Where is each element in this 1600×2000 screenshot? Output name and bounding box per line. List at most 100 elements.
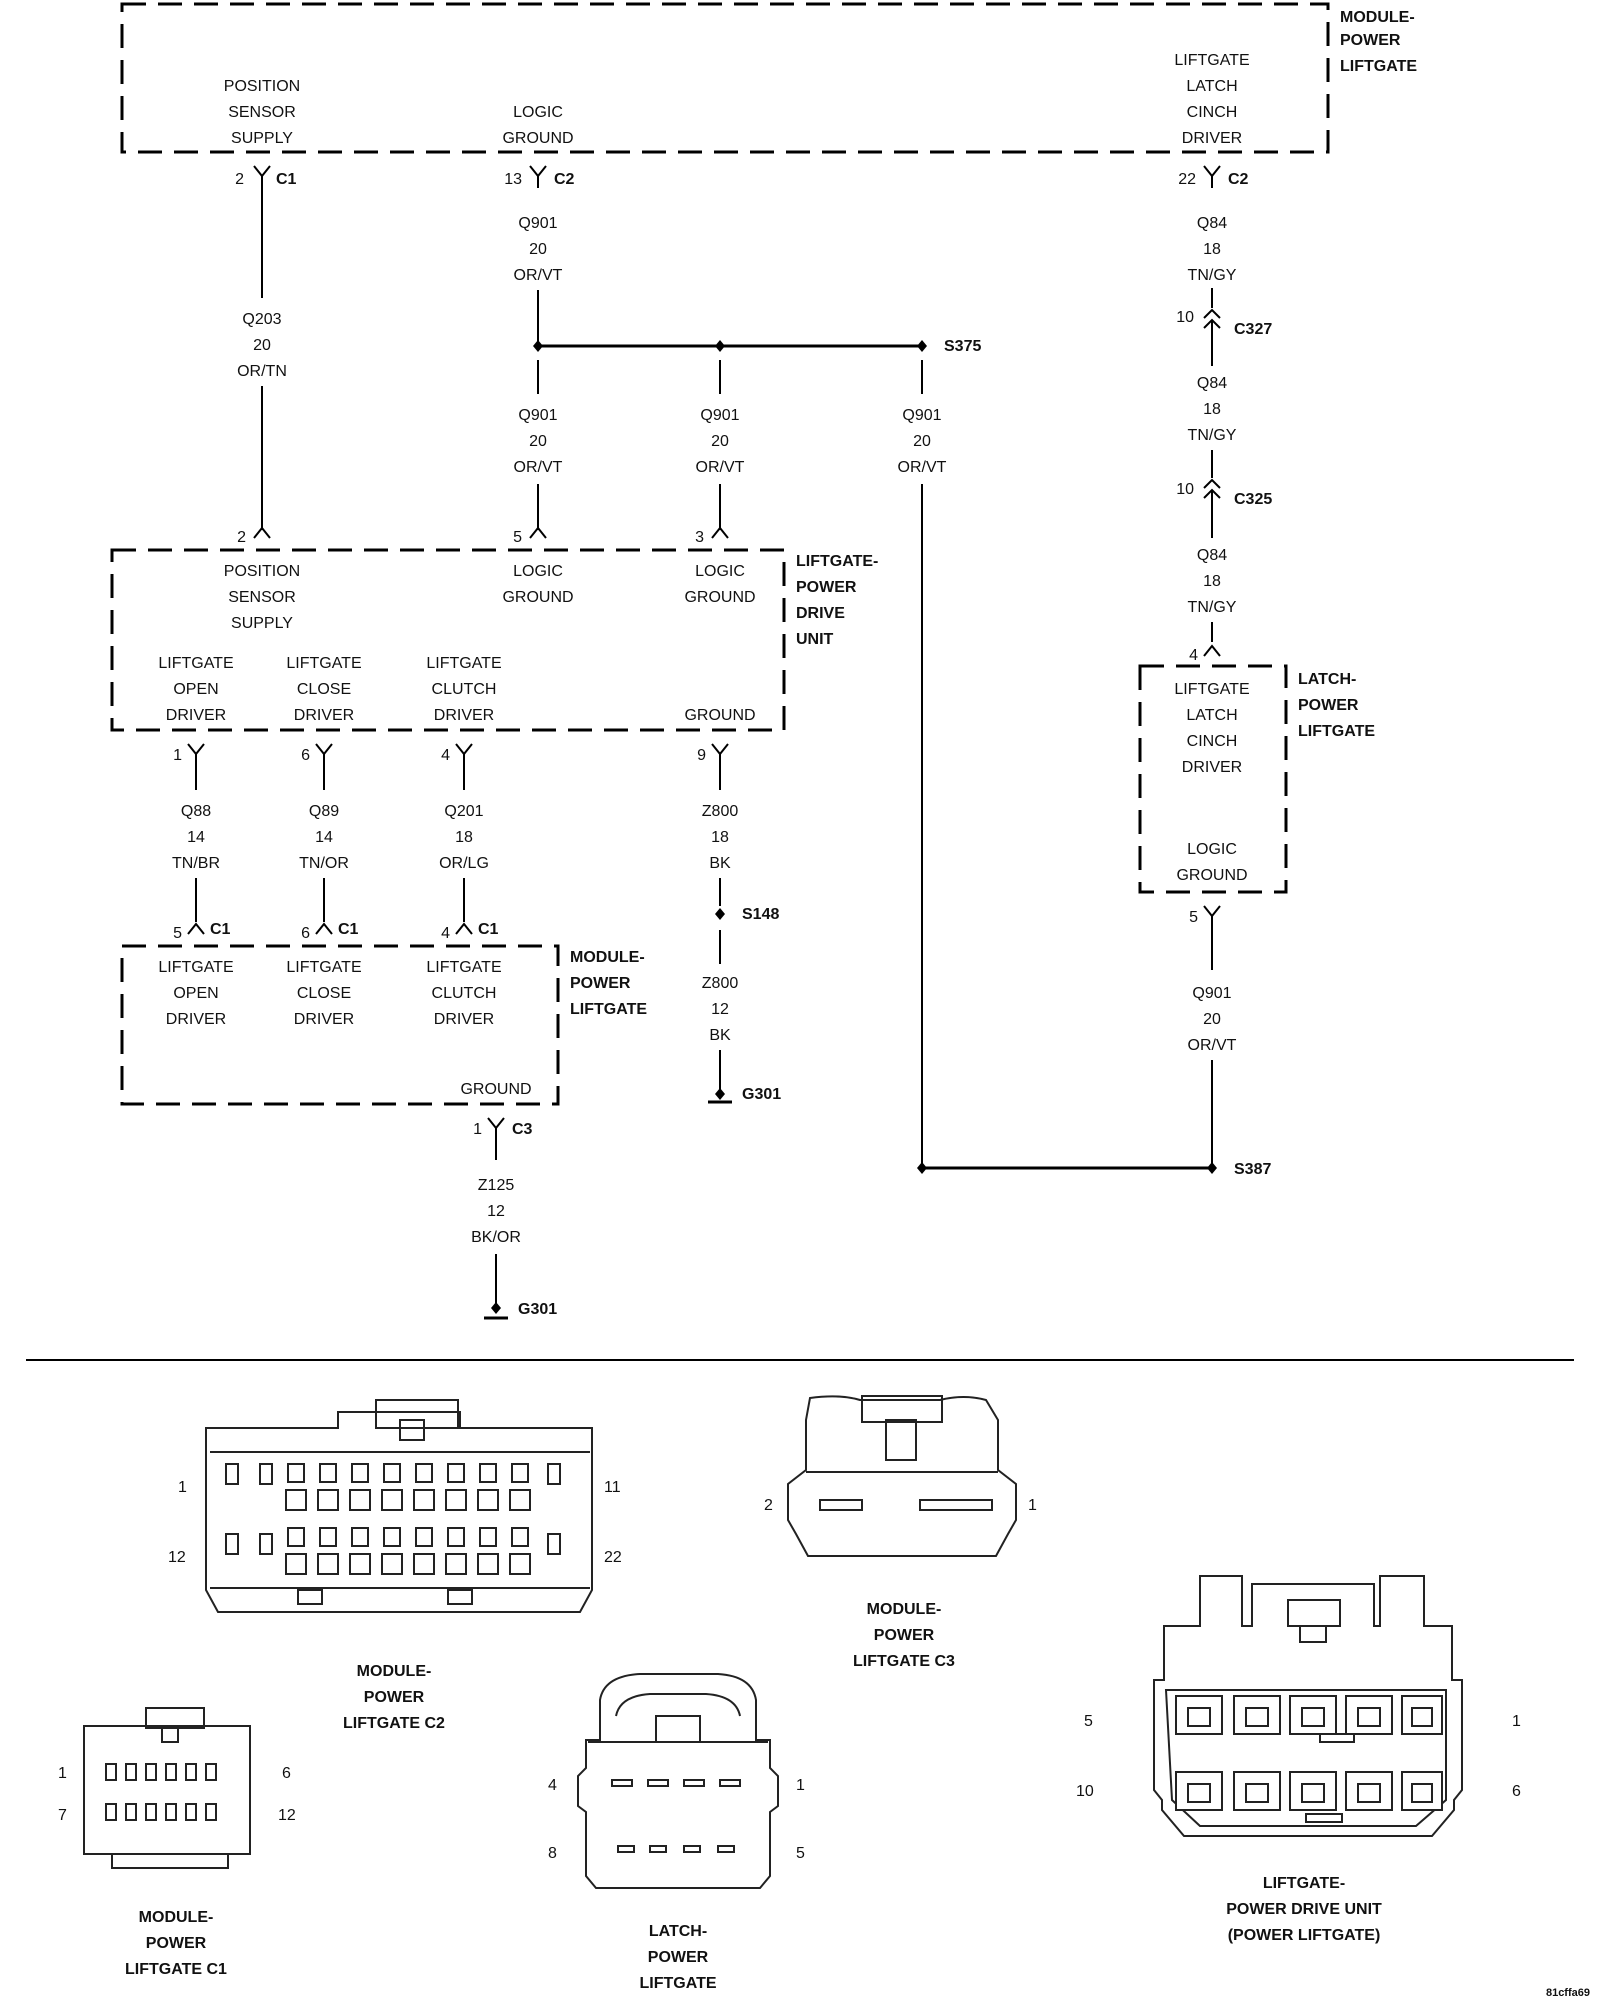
- wire-q89-color: TN/OR: [299, 855, 349, 872]
- latch-power-liftgate: 4 LATCH- POWER LIFTGATE LIFTGATE LATCH C…: [1138, 644, 1375, 1168]
- wire-q84-3-id: Q84: [1197, 547, 1227, 564]
- pdu-label-1: LIFTGATE-: [796, 553, 878, 570]
- c3-label-3: LIFTGATE C3: [853, 1653, 955, 1670]
- module-top-label-1: MODULE-: [1340, 9, 1415, 26]
- ground-g301-a: G301: [708, 1086, 781, 1104]
- mod-c3-pin-1: 1: [473, 1121, 482, 1138]
- mod-clutch-3: DRIVER: [434, 1011, 494, 1028]
- pin-2: 2: [235, 171, 244, 188]
- pdu-close-3: DRIVER: [294, 707, 354, 724]
- pdu-label-2: POWER: [796, 579, 857, 596]
- pdu-logic2-2: GROUND: [684, 589, 755, 606]
- wire-q84-2-color: TN/GY: [1188, 427, 1237, 444]
- ground-g301-a-label: G301: [742, 1086, 781, 1103]
- wire-q201-color: OR/LG: [439, 855, 489, 872]
- mod-c1-clutch-conn: C1: [478, 921, 499, 938]
- connector-view-latch: 4 1 8 5 LATCH- POWER LIFTGATE: [548, 1673, 805, 1992]
- wire-q901-b-id: Q901: [700, 407, 739, 424]
- splice-s387: S387: [917, 1161, 1271, 1178]
- wire-q84-1-gauge: 18: [1203, 241, 1221, 258]
- latch-cinch-2: LATCH: [1186, 707, 1237, 724]
- wire-q901-top-gauge: 20: [529, 241, 547, 258]
- wire-z800-2-color: BK: [709, 1027, 731, 1044]
- pdu-pos-1: POSITION: [224, 563, 300, 580]
- c2-pin-1: 1: [178, 1479, 187, 1496]
- wire-q901-c: Q901 20 OR/VT: [898, 360, 947, 1168]
- wires-pdu-down: Q88 14 TN/BR Q89 14 TN/OR Q201 18 OR/LG …: [172, 803, 738, 872]
- connector-view-c2: 1 11 12 22 MODULE- POWER LIFTGATE C2: [168, 1399, 622, 1732]
- conn-c2-logic: C2: [554, 171, 575, 188]
- pdu-pin-4: 4: [441, 747, 450, 764]
- wire-q901-b: Q901 20 OR/VT: [696, 360, 745, 530]
- wire-z800-1-id: Z800: [702, 803, 739, 820]
- c2-pin-12: 12: [168, 1549, 186, 1566]
- wire-q901-top-color: OR/VT: [514, 267, 563, 284]
- latch-conn-pin-5: 5: [796, 1845, 805, 1862]
- latch-conn-label-2: POWER: [648, 1949, 709, 1966]
- wire-z800-2-id: Z800: [702, 975, 739, 992]
- latch-conn-label-3: LIFTGATE: [639, 1975, 716, 1992]
- pdu-label-3: DRIVE: [796, 605, 845, 622]
- mod-c1-open-conn: C1: [210, 921, 231, 938]
- mod-lower-label-3: LIFTGATE: [570, 1001, 647, 1018]
- pdu-pin-1: 1: [173, 747, 182, 764]
- wire-q901-b-gauge: 20: [711, 433, 729, 450]
- latch-cinch-4: DRIVER: [1182, 759, 1242, 776]
- connector-view-pdu: 5 1 10 6 LIFTGATE- POWER DRIVE UNIT (POW…: [1076, 1575, 1521, 1944]
- wire-z125-id: Z125: [478, 1177, 515, 1194]
- wire-z800-2-gauge: 12: [711, 1001, 729, 1018]
- pin-label-logic-1: LOGIC: [513, 104, 563, 121]
- latch-conn-pin-8: 8: [548, 1845, 557, 1862]
- wire-q203: Q203 20 OR/TN: [237, 188, 287, 530]
- latch-logic-2: GROUND: [1176, 867, 1247, 884]
- mod-close-1: LIFTGATE: [286, 959, 361, 976]
- connector-view-c1: 1 6 7 12 MODULE- POWER LIFTGATE C1: [58, 1707, 296, 1978]
- wire-q89-gauge: 14: [315, 829, 333, 846]
- wire-q901-latch-gauge: 20: [1203, 1011, 1221, 1028]
- wire-z125: Z125 12 BK/OR G301: [471, 1177, 557, 1320]
- splice-s375-label: S375: [944, 338, 981, 355]
- mod-ground: GROUND: [460, 1081, 531, 1098]
- c3-pin-1: 1: [1028, 1497, 1037, 1514]
- pdu-ground: GROUND: [684, 707, 755, 724]
- pdu-conn-label-2: POWER DRIVE UNIT: [1226, 1901, 1382, 1918]
- pin-label-position-3: SUPPLY: [231, 130, 293, 147]
- wire-q84-1-id: Q84: [1197, 215, 1227, 232]
- pdu-pin-6: 6: [301, 747, 310, 764]
- pdu-conn-label-1: LIFTGATE-: [1263, 1875, 1345, 1892]
- mod-close-3: DRIVER: [294, 1011, 354, 1028]
- wire-q84-2-gauge: 18: [1203, 401, 1221, 418]
- c3-label-1: MODULE-: [867, 1601, 942, 1618]
- c325-label: C325: [1234, 491, 1272, 508]
- latch-conn-pin-1: 1: [796, 1777, 805, 1794]
- mod-open-3: DRIVER: [166, 1011, 226, 1028]
- pin-22: 22: [1178, 171, 1196, 188]
- module-power-liftgate-lower: 5 C1 6 C1 4 C1 MODULE- POWER LIFTGATE LI…: [120, 921, 647, 1160]
- c1-pin-7: 7: [58, 1807, 67, 1824]
- conn-c2-cinch: C2: [1228, 171, 1249, 188]
- latch-logic-1: LOGIC: [1187, 841, 1237, 858]
- pdu-open-2: OPEN: [173, 681, 218, 698]
- pdu-conn-pin-10: 10: [1076, 1783, 1094, 1800]
- pin-label-cinch-1: LIFTGATE: [1174, 52, 1249, 69]
- splice-s148: S148 Z800 12 BK: [702, 906, 779, 1094]
- wire-q901-latch-color: OR/VT: [1188, 1037, 1237, 1054]
- connector-view-c3: 2 1 MODULE- POWER LIFTGATE C3: [764, 1395, 1037, 1670]
- c2-label-3: LIFTGATE C2: [343, 1715, 445, 1732]
- module-power-liftgate-top: MODULE- POWER LIFTGATE POSITION SENSOR S…: [120, 2, 1417, 154]
- c2-label-2: POWER: [364, 1689, 425, 1706]
- mod-clutch-2: CLUTCH: [432, 985, 497, 1002]
- pdu-conn-pin-6: 6: [1512, 1783, 1521, 1800]
- c1-label-1: MODULE-: [139, 1909, 214, 1926]
- pdu-logic1-1: LOGIC: [513, 563, 563, 580]
- wire-q901-c-color: OR/VT: [898, 459, 947, 476]
- pdu-clutch-2: CLUTCH: [432, 681, 497, 698]
- mod-lower-label-1: MODULE-: [570, 949, 645, 966]
- inline-connector-c325: 10 C325: [1176, 478, 1272, 514]
- pdu-open-1: LIFTGATE: [158, 655, 233, 672]
- wire-q901-c-gauge: 20: [913, 433, 931, 450]
- pdu-pos-3: SUPPLY: [231, 615, 293, 632]
- pdu-conn-pin-5: 5: [1084, 1713, 1093, 1730]
- wires-pdu-down-lines: [195, 878, 721, 922]
- wire-q203-gauge: 20: [253, 337, 271, 354]
